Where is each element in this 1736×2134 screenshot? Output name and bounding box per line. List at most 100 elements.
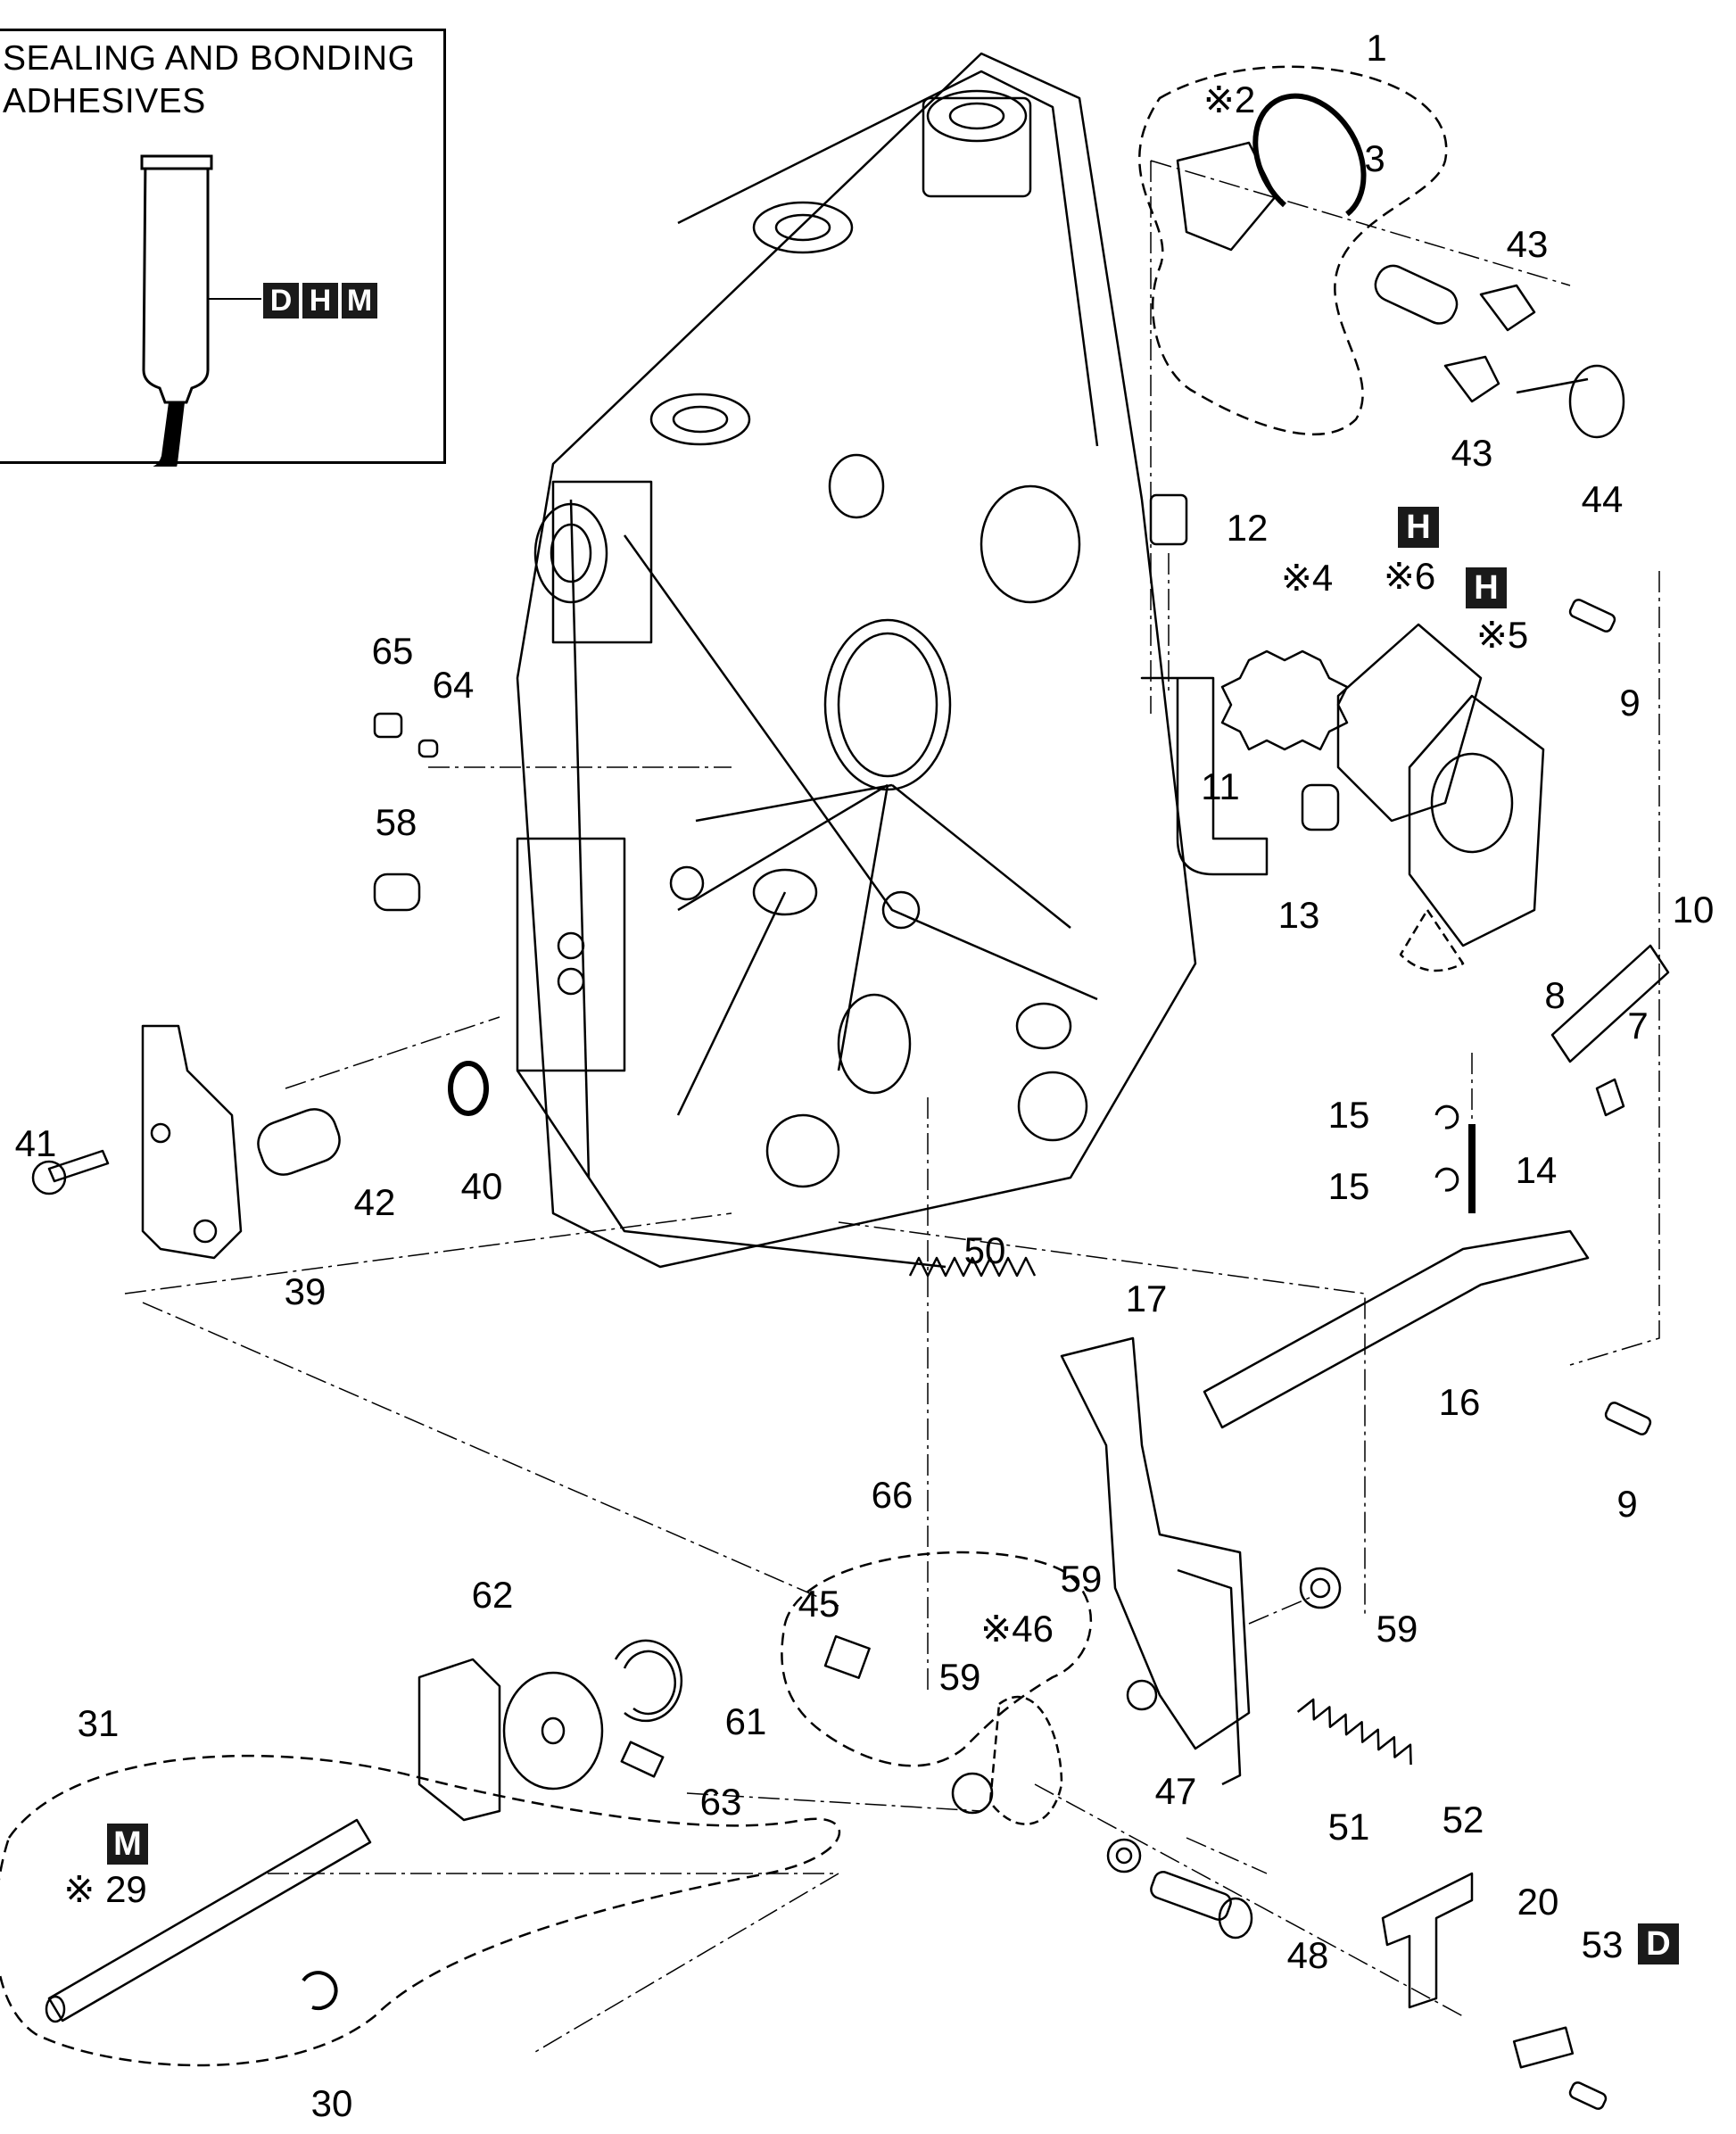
code-M-badge: M xyxy=(342,283,377,318)
clip-7 xyxy=(1595,1078,1625,1117)
callout-59-left: 59 xyxy=(938,1656,981,1698)
callout-1: 1 xyxy=(1366,27,1387,69)
code-H-badge: H xyxy=(302,283,338,318)
callout-15-bottom: 15 xyxy=(1327,1165,1370,1207)
bushing-12 xyxy=(1149,493,1188,546)
screw-53 xyxy=(1568,2081,1608,2110)
part-46-outline xyxy=(988,1695,1063,1825)
callout-3: 3 xyxy=(1364,137,1385,179)
lever-16 xyxy=(1203,1229,1590,1429)
callout-41: 41 xyxy=(14,1122,57,1164)
adhesive-H-marker-5: H xyxy=(1466,567,1507,608)
callout-20: 20 xyxy=(1517,1881,1559,1923)
callout-6: ※6 xyxy=(1383,555,1436,597)
plate-20 xyxy=(1512,2026,1575,2069)
callout-50: 50 xyxy=(963,1229,1006,1271)
spring-61 xyxy=(614,1639,683,1723)
callout-45: 45 xyxy=(798,1583,840,1625)
callout-29: ※ 29 xyxy=(63,1868,147,1910)
lever-17 xyxy=(1060,1336,1251,1750)
callout-13: 13 xyxy=(1277,894,1320,936)
bolt-48 xyxy=(1150,1871,1232,1921)
gear-4 xyxy=(1220,649,1349,751)
bracket-8 xyxy=(1399,908,1465,972)
screw-9b xyxy=(1604,1402,1652,1435)
disc-62 xyxy=(502,1671,604,1791)
callout-43-bottom: 43 xyxy=(1451,432,1493,474)
callout-64: 64 xyxy=(432,664,475,706)
group-1-outline xyxy=(1138,65,1448,435)
plate-5 xyxy=(1408,694,1545,947)
plate-10 xyxy=(1550,944,1670,1063)
callout-59-mid: 59 xyxy=(1060,1558,1103,1600)
callout-16: 16 xyxy=(1438,1381,1481,1423)
eclip-30 xyxy=(302,1971,338,2011)
pin-64 xyxy=(417,739,439,758)
callout-40: 40 xyxy=(460,1165,503,1207)
spring-51 xyxy=(1296,1698,1412,1766)
shaft-44 xyxy=(1516,377,1589,394)
callout-65: 65 xyxy=(371,630,414,672)
bushing-13 xyxy=(1301,783,1340,831)
adhesive-M-marker-29: M xyxy=(107,1824,148,1865)
plate-52 xyxy=(1381,1872,1474,2009)
main-housing xyxy=(516,52,1197,1269)
screw-41 xyxy=(47,1149,110,1183)
callout-58: 58 xyxy=(375,801,417,843)
nut-45 xyxy=(823,1634,871,1680)
code-D-badge: D xyxy=(263,283,299,318)
tube-11 xyxy=(1140,676,1269,876)
callout-52: 52 xyxy=(1442,1799,1484,1840)
shaft-29 xyxy=(47,1818,372,2022)
part-2-coupling xyxy=(1176,141,1277,252)
callout-14: 14 xyxy=(1515,1149,1558,1191)
screw-9a xyxy=(1568,599,1616,633)
plate-6 xyxy=(1336,623,1483,823)
adhesive-tube-icon xyxy=(140,154,261,467)
setscrew-63 xyxy=(620,1741,665,1778)
callout-12: 12 xyxy=(1226,507,1269,549)
callout-63: 63 xyxy=(699,1781,742,1823)
oring-40 xyxy=(448,1061,489,1116)
callout-43-top: 43 xyxy=(1506,223,1549,265)
callout-11: 11 xyxy=(1201,765,1240,807)
pin-43-44 xyxy=(1374,264,1459,325)
callout-2: ※2 xyxy=(1203,79,1256,120)
callout-53: 53 xyxy=(1581,1923,1624,1965)
washer-47 xyxy=(1106,1838,1142,1873)
washer-59a xyxy=(951,1772,994,1815)
callout-31: 31 xyxy=(77,1702,120,1744)
setscrew-65 xyxy=(373,712,403,739)
plug-58 xyxy=(373,873,421,912)
callout-9-bottom: 9 xyxy=(1616,1483,1638,1525)
group-66-outline xyxy=(781,1551,1093,1767)
head-44 xyxy=(1568,364,1625,439)
callout-17: 17 xyxy=(1125,1278,1168,1319)
callout-4: ※4 xyxy=(1280,557,1334,599)
callout-10: 10 xyxy=(1672,889,1715,931)
eclip-15a xyxy=(1434,1104,1459,1129)
spring-50 xyxy=(908,1256,1037,1278)
callout-48: 48 xyxy=(1286,1934,1329,1976)
cam-plate xyxy=(417,1658,501,1822)
callout-61: 61 xyxy=(724,1700,767,1742)
callout-46: ※46 xyxy=(980,1608,1054,1650)
washer-59c xyxy=(1299,1567,1342,1609)
callout-44: 44 xyxy=(1581,478,1624,520)
callout-9-top: 9 xyxy=(1619,682,1641,724)
eclip-15b xyxy=(1434,1167,1459,1192)
callout-42: 42 xyxy=(353,1181,396,1223)
adhesive-H-marker-6: H xyxy=(1398,507,1439,548)
adhesive-D-marker-53: D xyxy=(1638,1923,1679,1964)
plate-39 xyxy=(141,1024,243,1260)
callout-5: ※5 xyxy=(1476,614,1529,656)
clip-43a xyxy=(1479,284,1536,332)
callout-7: 7 xyxy=(1627,1005,1649,1046)
callout-59-right: 59 xyxy=(1376,1608,1418,1650)
callout-66: 66 xyxy=(871,1474,913,1516)
callout-30: 30 xyxy=(310,2082,353,2124)
knob-42 xyxy=(257,1108,341,1176)
